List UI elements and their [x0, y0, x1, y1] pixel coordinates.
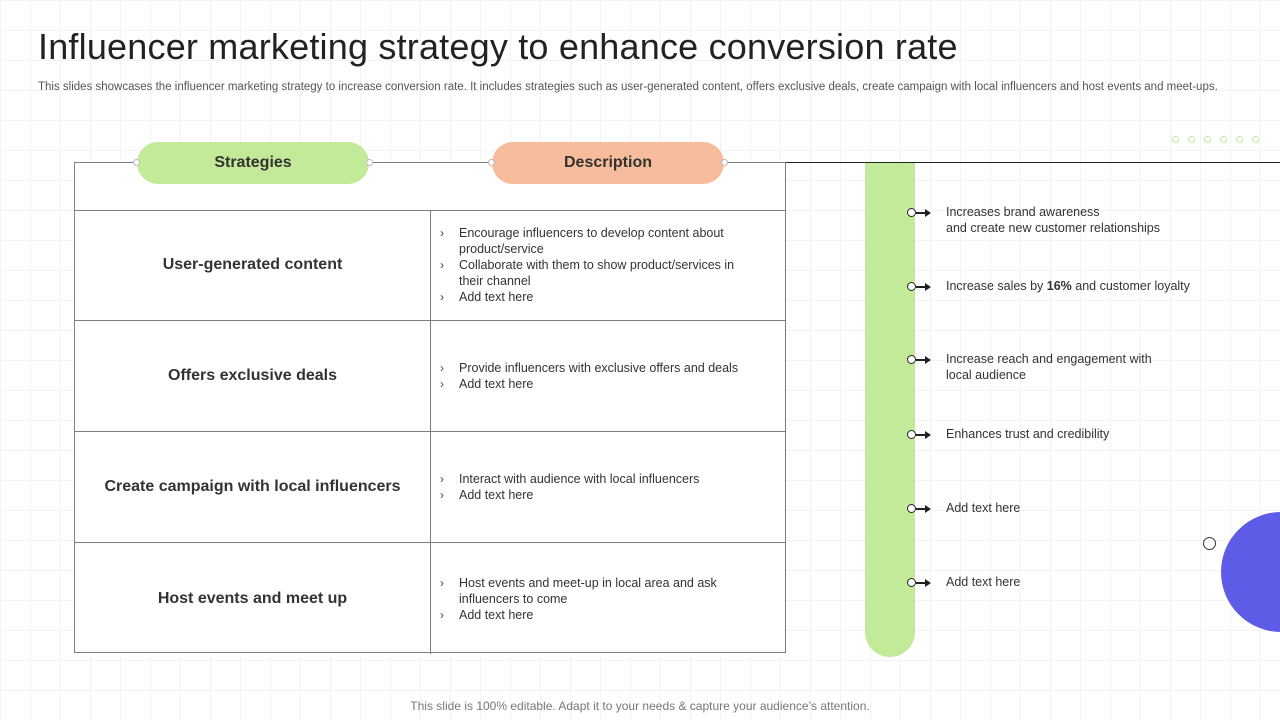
benefit-text-part: Increases brand awareness and create new… [946, 205, 1161, 235]
description-list: › Provide influencers with exclusive offe… [431, 360, 785, 392]
circle-node-icon [907, 430, 916, 439]
list-item: › Interact with audience with local influ… [440, 471, 757, 487]
arrow-right-icon [925, 505, 931, 513]
description-cell: › Host events and meet-up in local area a… [430, 543, 785, 654]
arrow-line [916, 582, 928, 584]
strategy-cell: User-generated content [162, 256, 343, 273]
dot-icon [1188, 136, 1195, 143]
list-item: › Add text here [440, 607, 757, 623]
list-item: › Host events and meet-up in local area a… [440, 575, 757, 607]
description-cell: › Interact with audience with local influ… [430, 432, 785, 542]
dot-icon [1172, 136, 1179, 143]
benefit-text-part: Enhances trust and credibility [946, 427, 1110, 441]
arrow-line [916, 508, 928, 510]
benefit-text-part: Add text here [946, 575, 1021, 589]
arrow-line [916, 286, 928, 288]
list-item-text: Add text here [459, 290, 534, 304]
list-item-text: Encourage influencers to develop content… [459, 226, 724, 256]
chevron-right-icon: › [440, 488, 444, 502]
list-item-text: Host events and meet-up in local area an… [459, 575, 717, 606]
list-item: › Add text here [440, 376, 757, 392]
benefit-text-part: and customer loyalty [1071, 279, 1190, 293]
pill-left-dot [133, 159, 140, 166]
small-ring-decoration [1203, 537, 1216, 550]
pill-right-dot [366, 159, 373, 166]
chevron-right-icon: › [440, 472, 444, 486]
chevron-right-icon: › [440, 377, 444, 391]
strategies-header-label: Strategies [214, 154, 292, 171]
decorative-dots [1172, 136, 1259, 143]
table-row: User-generated content › Encourage influe… [75, 210, 785, 321]
chevron-right-icon: › [440, 575, 444, 590]
dot-icon [1220, 136, 1227, 143]
description-header-pill: Description [488, 142, 728, 184]
description-list: › Encourage influencers to develop conten… [431, 225, 785, 305]
description-cell: › Provide influencers with exclusive offe… [430, 321, 785, 431]
arrow-line [916, 212, 928, 214]
benefit-text-part: Increase reach and engagement with local… [946, 352, 1152, 382]
benefit-highlight: 16% [1046, 279, 1072, 293]
circle-node-icon [907, 578, 916, 587]
list-item-text: Add text here [459, 377, 534, 391]
blue-circle-decoration [1221, 512, 1280, 632]
arrow-right-icon [925, 579, 931, 587]
arrow-right-icon [925, 356, 931, 364]
description-header-label: Description [563, 154, 652, 171]
arrow-right-icon [925, 431, 931, 439]
description-list: › Host events and meet-up in local area a… [431, 575, 785, 623]
list-item-text: Add text here [459, 607, 534, 622]
list-item: › Add text here [440, 289, 757, 305]
circle-node-icon [907, 282, 916, 291]
dot-icon [1252, 136, 1259, 143]
list-item: › Collaborate with them to show product/s… [440, 257, 757, 289]
slide-footer: This slide is 100% editable. Adapt it to… [410, 699, 870, 713]
pill-right-dot [721, 159, 728, 166]
benefit-text: Increase reach and engagement with local… [946, 351, 1236, 383]
benefit-text: Increase sales by 16% and customer loyal… [946, 278, 1236, 294]
benefit-text: Add text here [946, 500, 1236, 516]
benefit-text: Increases brand awareness and create new… [946, 204, 1236, 236]
circle-node-icon [907, 504, 916, 513]
circle-node-icon [907, 355, 916, 364]
chevron-right-icon: › [440, 226, 444, 240]
table-row: Create campaign with local influencers ›… [75, 432, 785, 543]
strategy-cell: Offers exclusive deals [168, 367, 337, 384]
list-item-text: Provide influencers with exclusive offer… [459, 361, 739, 375]
arrow-line [916, 359, 928, 361]
strategy-cell: Create campaign with local influencers [104, 478, 401, 495]
strategy-table: Strategies Description User-generated co… [74, 142, 786, 654]
list-item: › Provide influencers with exclusive offe… [440, 360, 757, 376]
dot-icon [1236, 136, 1243, 143]
list-item: › Add text here [440, 487, 757, 503]
benefit-text-part: Increase sales by [946, 279, 1047, 293]
table-row: Offers exclusive deals › Provide influenc… [75, 321, 785, 432]
benefit-text: Enhances trust and credibility [946, 426, 1236, 442]
strategies-header-pill: Strategies [133, 142, 373, 184]
benefit-text: Add text here [946, 574, 1236, 590]
description-cell: › Encourage influencers to develop conten… [430, 210, 785, 320]
benefits-timeline-bar [865, 163, 915, 657]
strategy-cell: Host events and meet up [157, 589, 348, 607]
arrow-right-icon [925, 209, 931, 217]
list-item: › Encourage influencers to develop conten… [440, 225, 757, 257]
chevron-right-icon: › [440, 290, 444, 304]
header-rule [786, 162, 1280, 163]
list-item-text: Add text here [459, 488, 534, 502]
list-item-text: Collaborate with them to show product/se… [459, 258, 735, 288]
table-header-row: Strategies Description [75, 142, 785, 211]
benefit-text-part: Add text here [946, 501, 1021, 515]
slide-title: Influencer marketing strategy to enhance… [38, 26, 958, 67]
pill-left-dot [488, 159, 495, 166]
table-row: Host events and meet up › Host events and… [75, 543, 785, 654]
chevron-right-icon: › [440, 361, 444, 375]
dot-icon [1204, 136, 1211, 143]
arrow-line [916, 434, 928, 436]
description-list: › Interact with audience with local influ… [431, 471, 785, 503]
list-item-text: Interact with audience with local influe… [459, 472, 700, 486]
slide-subtitle: This slides showcases the influencer mar… [38, 81, 1218, 93]
chevron-right-icon: › [440, 258, 444, 272]
chevron-right-icon: › [440, 607, 444, 622]
arrow-right-icon [925, 283, 931, 291]
circle-node-icon [907, 208, 916, 217]
